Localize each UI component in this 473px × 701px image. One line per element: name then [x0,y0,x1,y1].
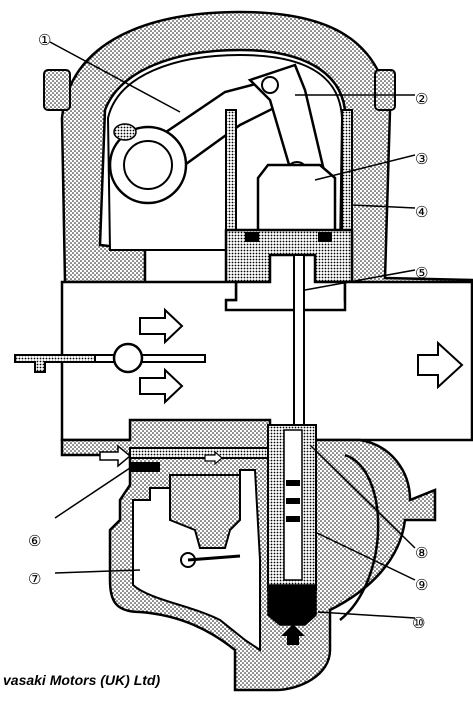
callout-2: ② [415,91,428,108]
throttle-hub [112,342,144,374]
emulsion-hole-2 [286,498,300,504]
link-upper-pin [261,76,279,94]
callout-10: ⑩ [412,615,425,632]
svg-text:⑩: ⑩ [412,615,425,632]
leader-lines [49,41,416,619]
callout-9: ⑨ [415,577,428,594]
fuel-passage [129,447,271,459]
fuel-up-arrow [281,624,305,645]
image-credit: vasaki Motors (UK) Ltd) [0,671,164,689]
callout-7: ⑦ [28,571,41,588]
svg-text:③: ③ [415,151,428,168]
throttle-plate [94,354,206,363]
piston-bolt-left [245,232,259,242]
flow-arrow-upper [139,307,184,345]
bypass-arrow [99,444,132,468]
emulsion-hole-1 [286,480,300,486]
body-boss-left [43,69,71,111]
flow-arrow-lower [139,367,184,405]
callout-1: ① [38,32,51,49]
callout-4: ④ [415,204,428,221]
piston-bolt-right [318,232,332,242]
emulsion-hole-3 [286,516,300,522]
needle-jet-bore [283,429,303,581]
fuel-passage-lower [130,462,160,472]
small-flow-arrow [204,450,223,466]
svg-text:⑧: ⑧ [415,545,428,562]
flow-arrow-outlet [417,340,464,390]
svg-text:①: ① [38,32,51,49]
callout-5: ⑤ [415,265,428,282]
svg-text:⑨: ⑨ [415,577,428,594]
jet-needle [293,254,305,431]
cam-pin [113,123,137,141]
svg-text:④: ④ [415,204,428,221]
callout-6: ⑥ [28,533,41,550]
body-boss-right [374,69,396,111]
svg-text:⑦: ⑦ [28,571,41,588]
piston-base [224,228,354,302]
svg-text:⑤: ⑤ [415,265,428,282]
svg-text:②: ② [415,91,428,108]
float-arm-curve [339,453,380,621]
float-body [169,474,241,549]
callout-3: ③ [415,151,428,168]
float-lever [187,554,241,562]
cam-pivot-inner [123,140,173,190]
main-jet [267,584,317,626]
callout-8: ⑧ [415,545,428,562]
svg-text:⑥: ⑥ [28,533,41,550]
